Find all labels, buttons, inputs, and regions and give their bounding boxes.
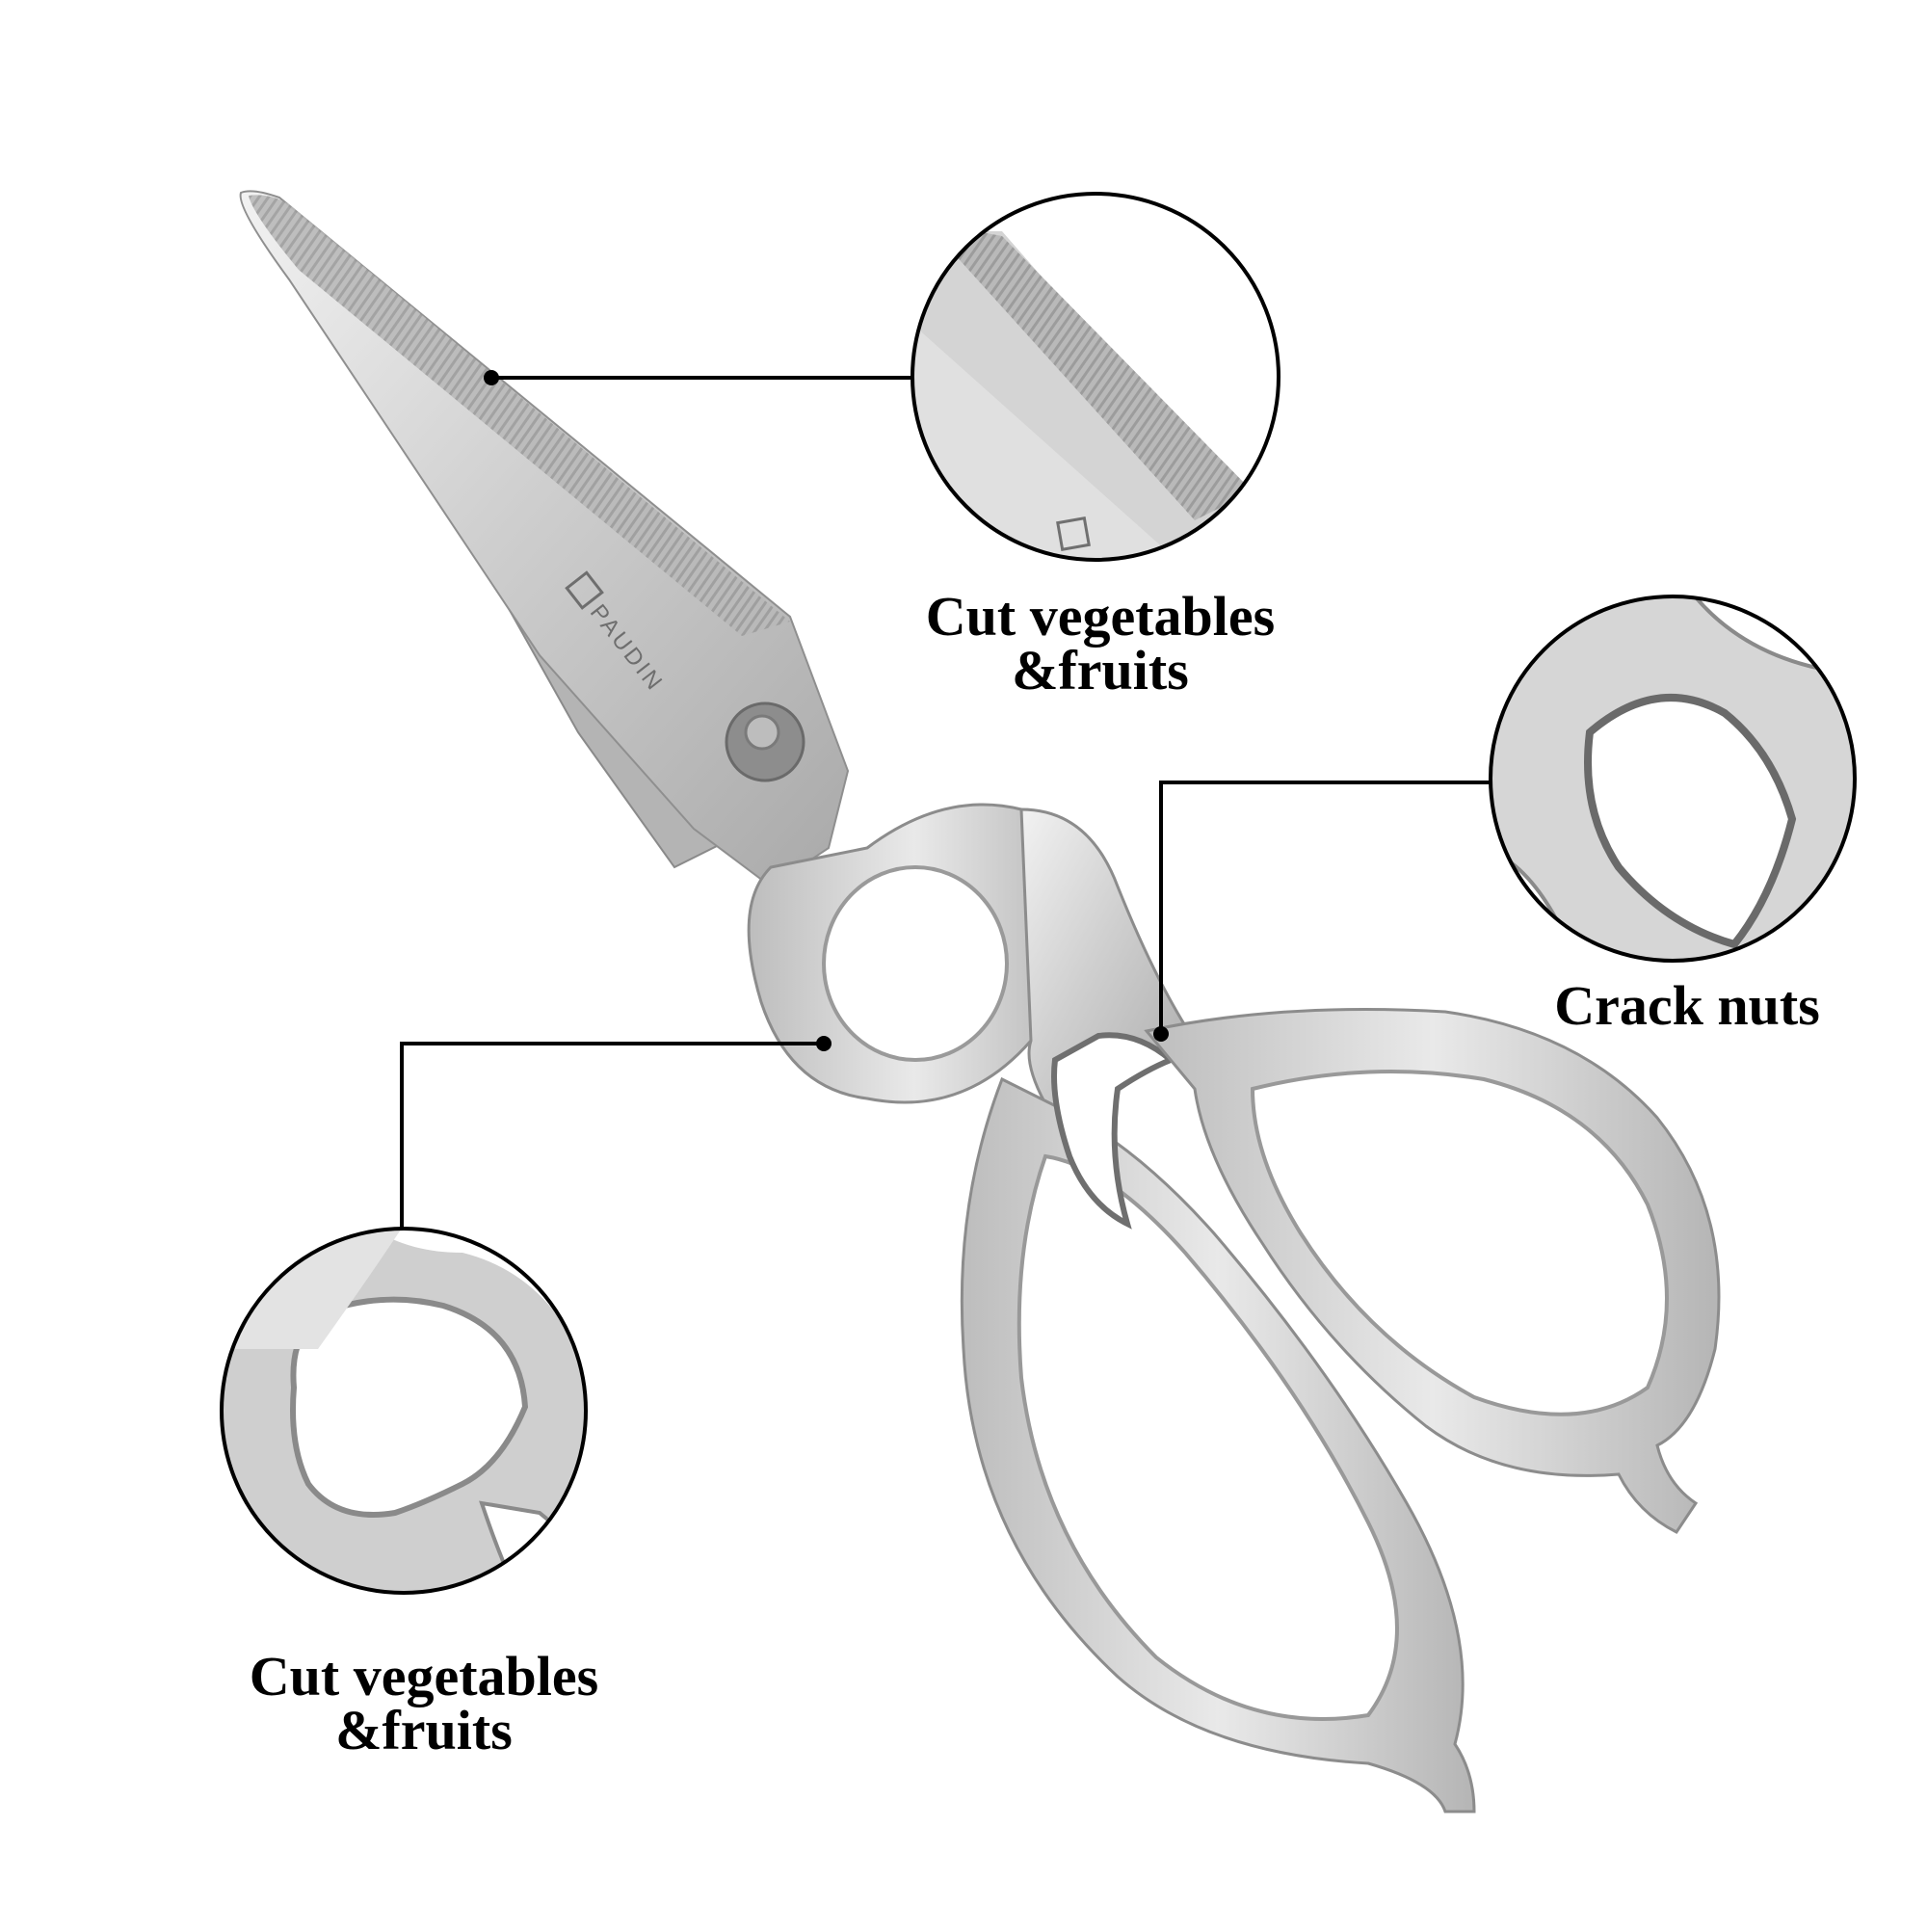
detail-circle [911,192,1280,562]
nutcracker-teeth [1051,1032,1176,1230]
callout-label-handle: Cut vegetables &fruits [231,1645,617,1761]
callout-blade [484,192,1280,562]
label-line-1: Crack nuts [1554,974,1820,1037]
callout-handle [220,1036,832,1595]
pivot-screw [725,701,805,782]
leader-line [400,1042,824,1230]
blade-closeup [912,194,1279,560]
detail-circle [1489,595,1857,963]
leader-line [1159,781,1491,1034]
callout-label-nutcracker: Crack nuts [1538,974,1836,1037]
detail-circle [220,1227,588,1595]
leader-dot [816,1036,832,1051]
scissors: PAUDIN [239,190,1721,1813]
callout-label-blade: Cut vegetables &fruits [908,585,1293,701]
label-line-1: Cut vegetables [925,585,1276,648]
nutcracker-closeup [1491,596,1855,961]
serrated-blade [239,190,850,888]
label-line-1: Cut vegetables [249,1645,599,1707]
leader-dot [484,370,499,385]
leader-dot [1153,1026,1169,1042]
label-line-2: &fruits [1012,639,1189,701]
label-line-2: &fruits [335,1699,513,1761]
